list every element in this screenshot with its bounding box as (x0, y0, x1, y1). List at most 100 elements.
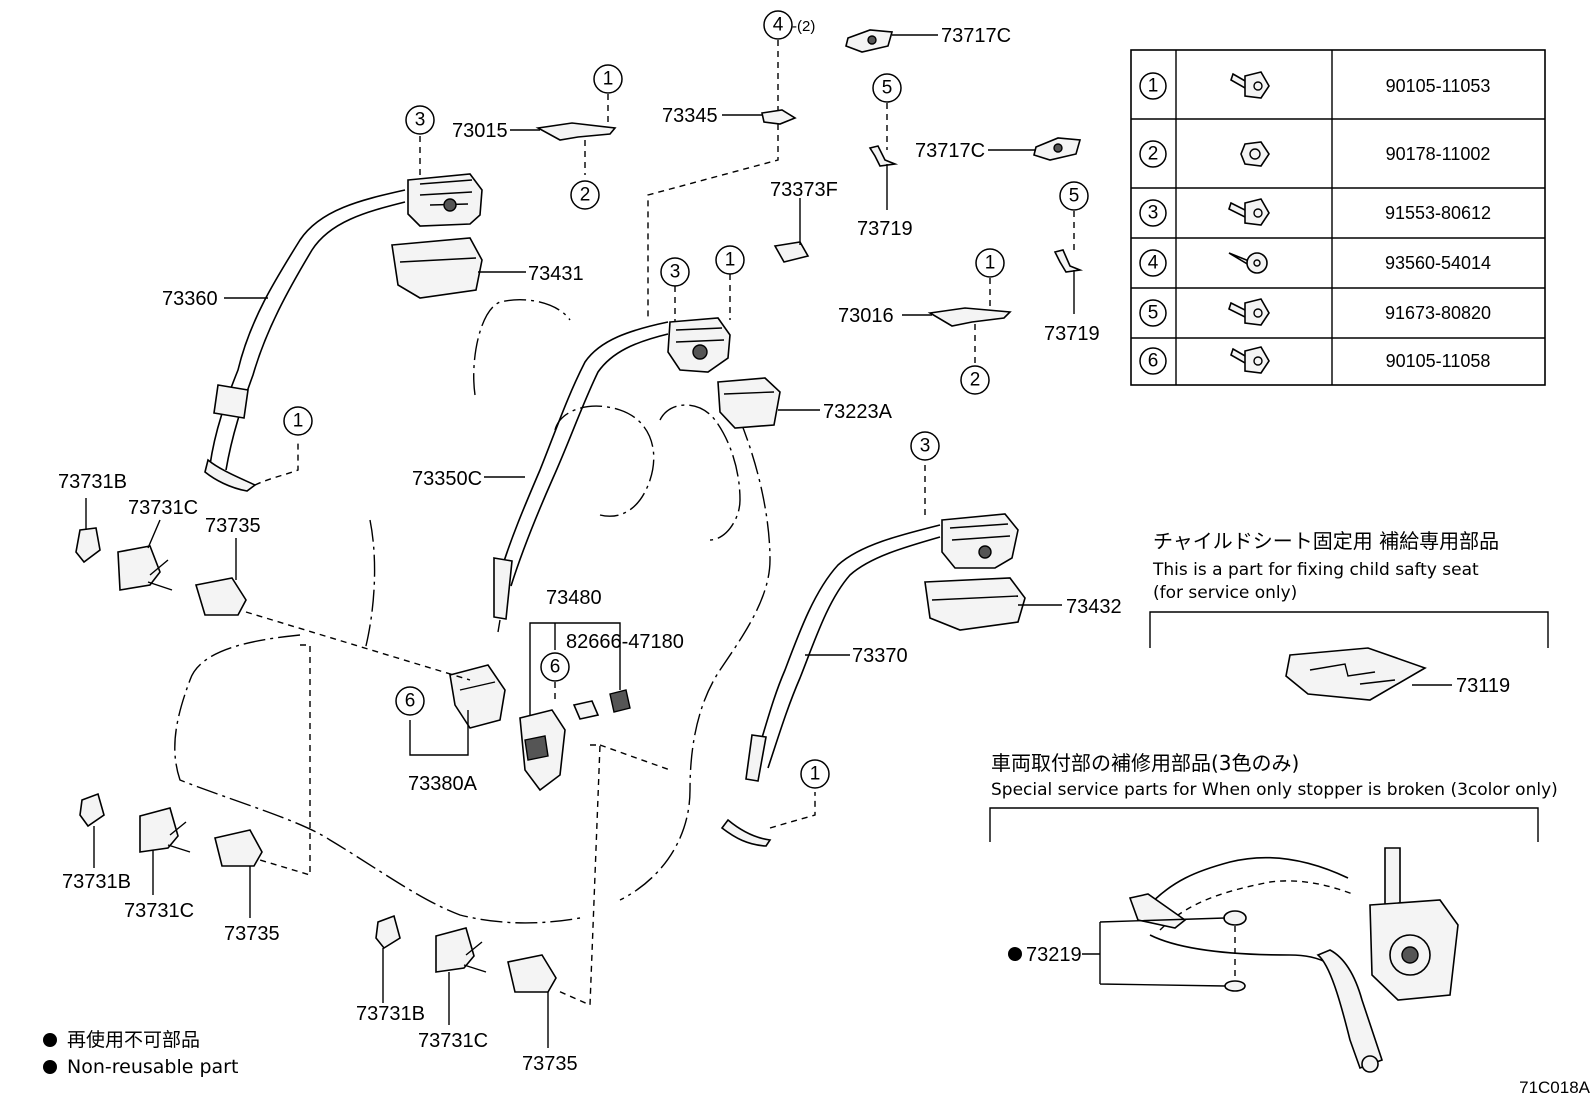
svg-text:5: 5 (1148, 303, 1159, 324)
svg-text:91673-80820: 91673-80820 (1385, 303, 1491, 323)
guide-73719-left[interactable] (868, 145, 899, 167)
table-row: 6 90105-11058 (1139, 346, 1491, 375)
note-stopper-en: Special service parts for When only stop… (991, 780, 1558, 800)
label-73735-2: 73735 (224, 923, 280, 945)
cover-73731c-1[interactable] (117, 545, 173, 591)
retractor-73360[interactable] (407, 173, 483, 227)
callout-3: 3 (910, 431, 940, 461)
leader-lines (85, 34, 1075, 1048)
label-73719-left: 73719 (857, 218, 913, 240)
label-73431: 73431 (528, 263, 584, 285)
svg-text:3: 3 (1148, 203, 1159, 224)
label-73432: 73432 (1066, 596, 1122, 618)
svg-text:6: 6 (405, 691, 416, 712)
callout-1: 1 (593, 64, 623, 94)
clip-82666-47180[interactable] (609, 689, 631, 713)
cover-73223a[interactable] (717, 377, 781, 429)
stopper-lower (1224, 980, 1246, 992)
callout-6: 6 (395, 686, 425, 716)
table-row: 3 91553-80612 (1139, 198, 1491, 227)
cover-73717c-top[interactable] (845, 29, 894, 53)
legend-jp: 再使用不可部品 (67, 1029, 200, 1051)
svg-text:3: 3 (920, 436, 931, 457)
svg-text:1: 1 (603, 69, 614, 90)
part-labels: 73015 73345 73717C 73717C 73719 73719 73… (58, 18, 1510, 1075)
stopper-section (989, 807, 1539, 1073)
svg-text:90178-11002: 90178-11002 (1386, 144, 1491, 164)
svg-text:1: 1 (1148, 76, 1159, 97)
label-73731c-2: 73731C (124, 900, 194, 922)
non-reusable-mark-icon (43, 1060, 57, 1074)
non-reusable-mark-icon (1008, 947, 1022, 961)
svg-text:90105-11058: 90105-11058 (1386, 351, 1491, 371)
legend: 再使用不可部品 Non-reusable part (43, 1029, 238, 1078)
belt-73360[interactable] (204, 189, 406, 492)
table-row: 1 90105-11053 (1139, 71, 1490, 100)
svg-text:2: 2 (1148, 144, 1159, 165)
svg-text:6: 6 (550, 657, 561, 678)
buckle-73380a[interactable] (449, 664, 506, 729)
label-qty-4: -(2) (792, 18, 815, 35)
diagram-code: 71C018A (1519, 1078, 1591, 1097)
notes: チャイルドシート固定用 補給専用部品 This is a part for fi… (991, 529, 1558, 800)
nut-icon (1240, 141, 1270, 167)
bolt-icon (1228, 198, 1270, 226)
buckle-73480[interactable] (519, 700, 600, 792)
clip-73731b-2[interactable] (79, 792, 105, 828)
cover-73735-1[interactable] (194, 577, 247, 616)
label-82666-47180: 82666-47180 (566, 631, 684, 653)
callout-5: 5 (1059, 181, 1089, 211)
non-reusable-mark-icon (43, 1033, 57, 1047)
callout-1: 1 (715, 245, 745, 275)
bolt-icon (1230, 71, 1270, 99)
callout-6: 6 (540, 652, 570, 682)
label-73370: 73370 (852, 645, 908, 667)
callouts: 1 2 3 4 5 5 1 2 3 1 1 3 1 6 6 (283, 10, 1089, 789)
svg-text:2: 2 (970, 370, 981, 391)
cover-73431[interactable] (391, 237, 483, 299)
callout-3: 3 (660, 257, 690, 287)
clip-73373f[interactable] (773, 241, 810, 263)
label-73717c-mid: 73717C (915, 140, 985, 162)
screw-icon (1228, 252, 1268, 274)
bolt-icon (1228, 298, 1270, 326)
cover-73731c-3[interactable] (435, 927, 487, 973)
table-row: 4 93560-54014 (1139, 249, 1491, 277)
callout-2: 2 (960, 365, 990, 395)
svg-text:1: 1 (810, 764, 821, 785)
label-73731c-1: 73731C (128, 497, 198, 519)
label-73380a: 73380A (408, 773, 478, 795)
table-row: 5 91673-80820 (1139, 298, 1491, 327)
cover-73735-3[interactable] (507, 954, 557, 993)
label-73735-3: 73735 (522, 1053, 578, 1075)
cover-73717c-mid[interactable] (1033, 137, 1082, 161)
label-73717c-top: 73717C (941, 25, 1011, 47)
part-73119 (1285, 647, 1427, 701)
label-73731c-3: 73731C (418, 1030, 488, 1052)
callout-1: 1 (283, 406, 313, 436)
retractor-73350c[interactable] (667, 317, 731, 373)
label-73360: 73360 (162, 288, 218, 310)
label-73480: 73480 (546, 587, 602, 609)
svg-text:5: 5 (1069, 186, 1080, 207)
label-73373f: 73373F (770, 179, 838, 201)
anchor-73345[interactable] (761, 109, 797, 125)
belt-73350c[interactable] (493, 321, 669, 633)
note-stopper-jp: 車両取付部の補修用部品(3色のみ) (991, 751, 1299, 775)
retractor-73370[interactable] (941, 513, 1019, 569)
bracket-73016[interactable] (927, 307, 1012, 327)
clip-73731b-1[interactable] (75, 527, 101, 564)
label-73015: 73015 (452, 120, 508, 142)
cover-73731c-2[interactable] (139, 807, 191, 853)
callout-1: 1 (800, 759, 830, 789)
svg-text:4: 4 (1148, 253, 1159, 274)
callout-2: 2 (570, 180, 600, 210)
cover-73735-2[interactable] (214, 829, 263, 867)
bracket-73015[interactable] (535, 122, 617, 141)
svg-text:2: 2 (580, 185, 591, 206)
cover-73432[interactable] (924, 577, 1026, 631)
belt-73370[interactable] (720, 524, 941, 847)
note-child-seat-en: This is a part for fixing child safty se… (1152, 560, 1479, 580)
clip-73731b-3[interactable] (375, 914, 401, 950)
guide-73719-right[interactable] (1053, 249, 1084, 273)
